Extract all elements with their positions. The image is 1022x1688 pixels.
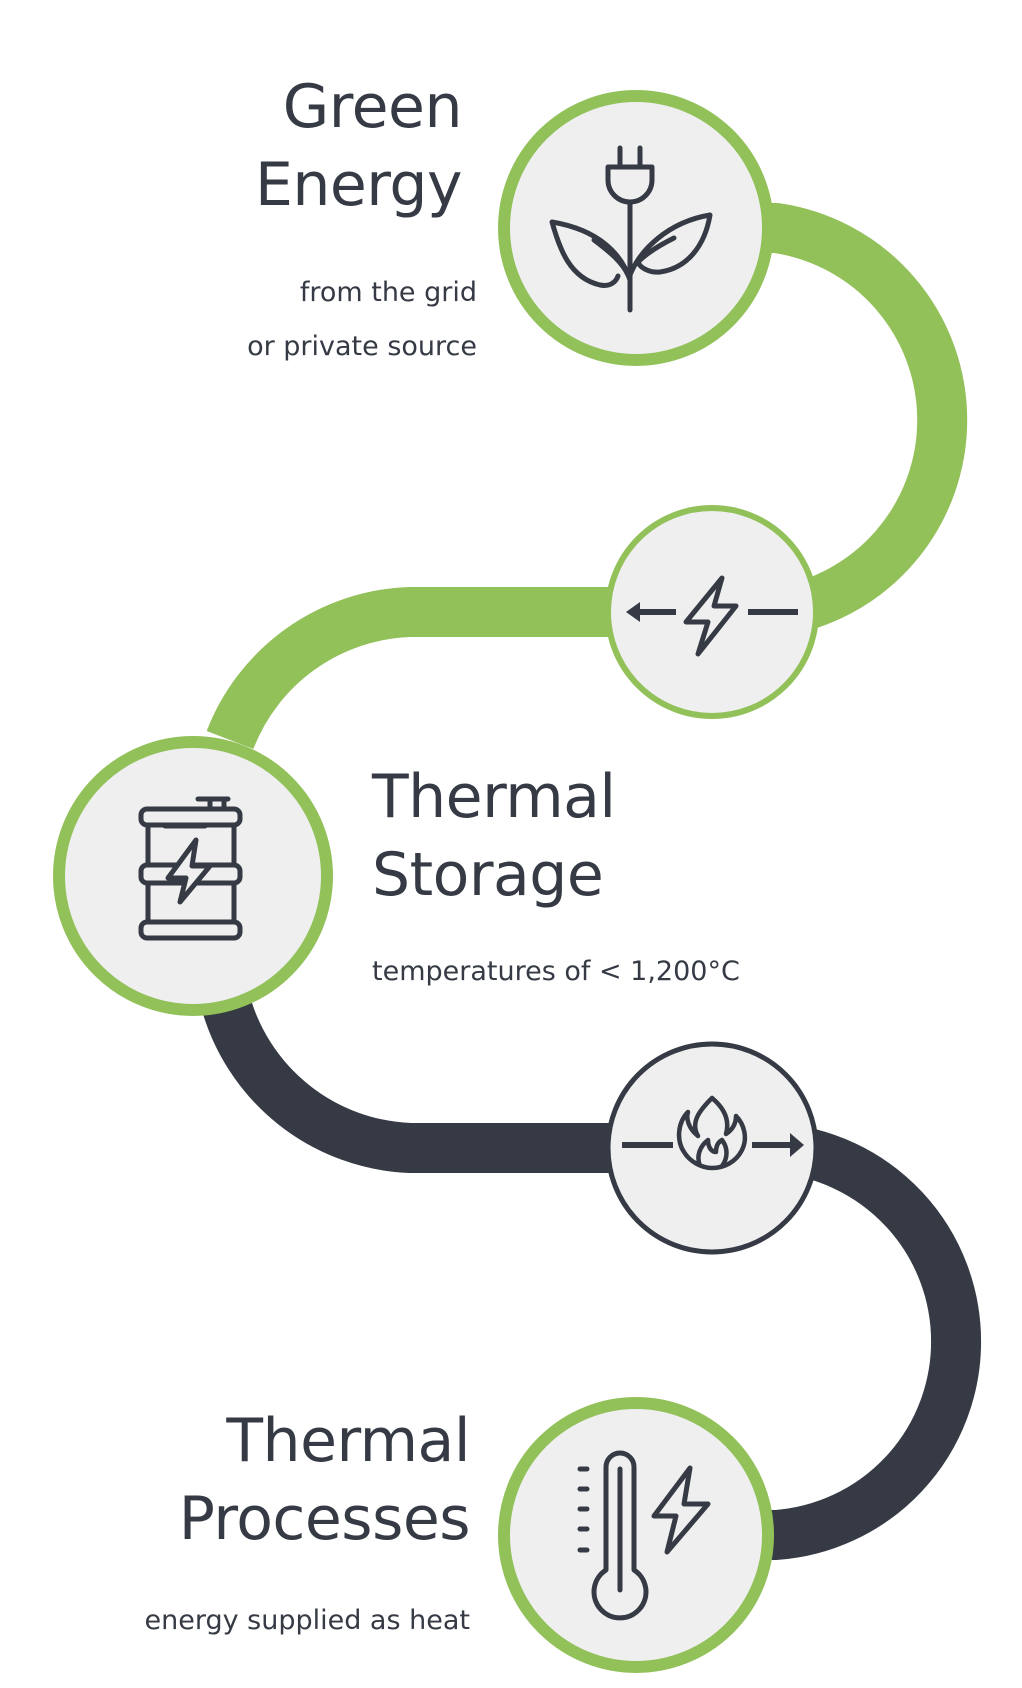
step-title-thermal-processes: Thermal Processes: [178, 1402, 471, 1558]
step-subtitle-thermal-storage: temperatures of < 1,200°C: [372, 945, 740, 999]
flame-arrow-right-icon: [622, 1095, 804, 1171]
subtitle-line: temperatures of < 1,200°C: [372, 956, 740, 987]
battery-barrel-lightning-icon: [138, 796, 243, 941]
node-connector-electricity: [605, 505, 819, 719]
subtitle-line: or private source: [247, 331, 477, 362]
step-title-green-energy: Green Energy: [254, 68, 463, 224]
subtitle-line: from the grid: [299, 277, 477, 308]
step-title-thermal-storage: Thermal Storage: [372, 758, 616, 914]
plug-plant-icon: [549, 145, 713, 313]
thermometer-lightning-icon: [577, 1450, 711, 1621]
node-connector-heat: [605, 1041, 819, 1255]
green-flow-path: [206, 203, 968, 750]
node-thermal-processes: [498, 1397, 774, 1673]
arrow-left-lightning-icon: [626, 575, 798, 657]
title-line: Storage: [372, 840, 604, 910]
title-line: Green: [282, 72, 463, 142]
subtitle-line: energy supplied as heat: [144, 1605, 470, 1636]
dark-flow-path: [200, 993, 981, 1560]
title-line: Thermal: [372, 762, 616, 832]
title-line: Processes: [178, 1484, 471, 1554]
title-line: Energy: [254, 150, 463, 220]
step-subtitle-green-energy: from the grid or private source: [247, 266, 477, 374]
title-line: Thermal: [226, 1406, 470, 1476]
step-subtitle-thermal-processes: energy supplied as heat: [144, 1594, 470, 1648]
node-green-energy: [498, 90, 774, 366]
node-thermal-storage: [53, 736, 333, 1016]
